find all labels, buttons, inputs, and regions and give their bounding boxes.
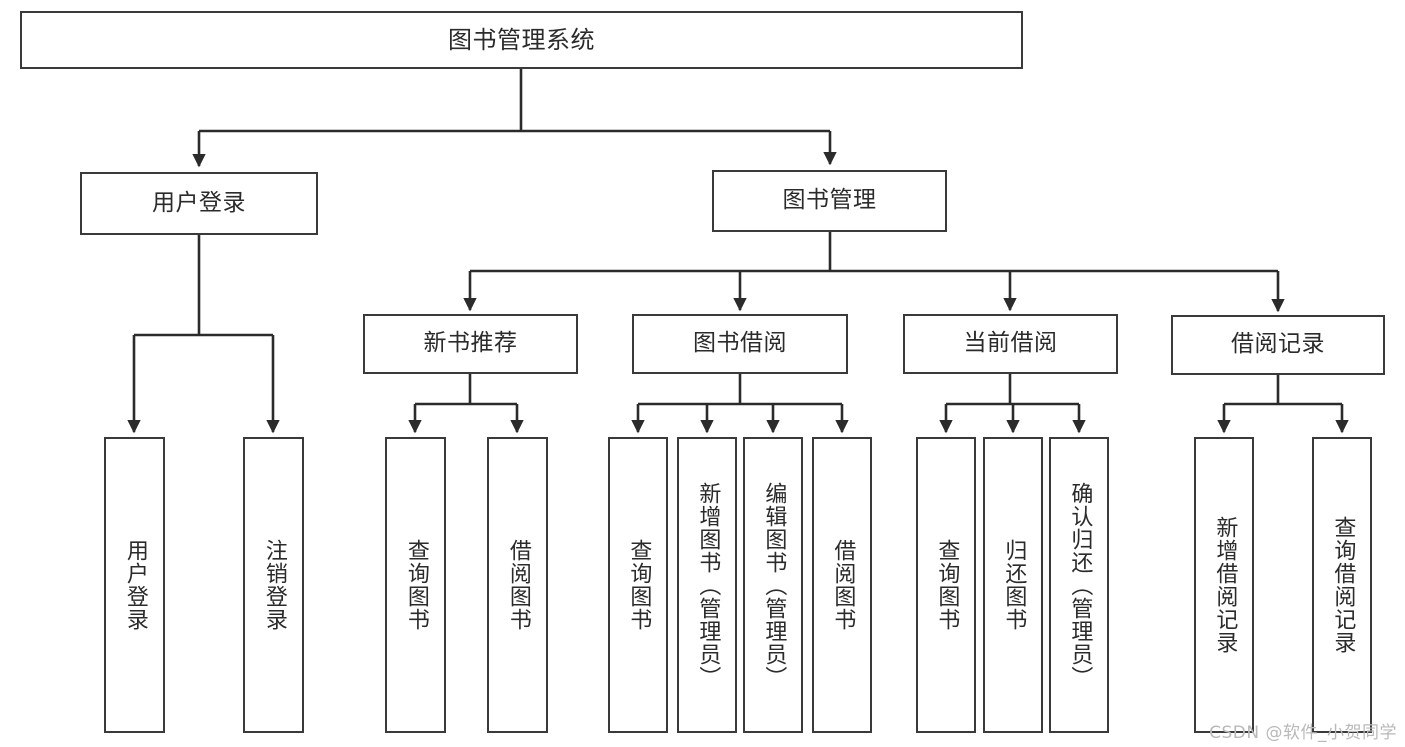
- node-label: 新书推荐: [423, 330, 518, 357]
- leaf-add-borrow-record[interactable]: 新增借阅记录: [1194, 437, 1254, 733]
- node-label: 归还图书: [1001, 539, 1027, 631]
- node-label: 查询图书: [934, 539, 960, 631]
- node-label: 图书管理系统: [448, 25, 595, 54]
- node-label: 新增图书（管理员）: [695, 481, 721, 689]
- node-label: 借阅图书: [505, 539, 531, 631]
- node-label: 查询借阅记录: [1330, 516, 1356, 654]
- node-label: 查询图书: [403, 539, 429, 631]
- watermark-csdn: CSDN @软件_小贺同学: [1209, 723, 1397, 743]
- leaf-query-book-recommend[interactable]: 查询图书: [385, 437, 446, 733]
- node-new-book-recommend[interactable]: 新书推荐: [363, 314, 578, 374]
- node-label: 确认归还（管理员）: [1067, 481, 1093, 689]
- leaf-logout-login[interactable]: 注销登录: [243, 437, 304, 733]
- leaf-borrow-book-recommend[interactable]: 借阅图书: [487, 437, 548, 733]
- leaf-edit-book[interactable]: 编辑图书（管理员）: [743, 437, 803, 733]
- leaf-query-book-borrow[interactable]: 查询图书: [608, 437, 668, 733]
- node-book-management[interactable]: 图书管理: [712, 170, 947, 232]
- leaf-borrow-book[interactable]: 借阅图书: [812, 437, 872, 733]
- node-label: 用户登录: [122, 539, 148, 631]
- node-label: 查询图书: [626, 539, 652, 631]
- node-label: 借阅记录: [1231, 331, 1325, 358]
- node-label: 图书管理: [782, 187, 877, 214]
- leaf-add-book[interactable]: 新增图书（管理员）: [677, 437, 737, 733]
- node-label: 当前借阅: [963, 330, 1058, 357]
- node-label: 图书借阅: [693, 330, 787, 357]
- node-label: 编辑图书（管理员）: [761, 481, 787, 689]
- node-root-book-management-system[interactable]: 图书管理系统: [20, 11, 1023, 69]
- node-label: 新增借阅记录: [1212, 516, 1238, 654]
- leaf-user-login[interactable]: 用户登录: [104, 437, 165, 733]
- node-borrow-record[interactable]: 借阅记录: [1171, 315, 1385, 375]
- leaf-query-book-current[interactable]: 查询图书: [916, 437, 976, 733]
- leaf-confirm-return[interactable]: 确认归还（管理员）: [1049, 437, 1109, 733]
- leaf-query-borrow-record[interactable]: 查询借阅记录: [1312, 437, 1372, 733]
- node-label: 注销登录: [261, 539, 287, 631]
- node-user-login[interactable]: 用户登录: [80, 172, 318, 235]
- node-label: 用户登录: [152, 189, 246, 216]
- leaf-return-book[interactable]: 归还图书: [983, 437, 1043, 733]
- node-current-borrow[interactable]: 当前借阅: [903, 314, 1118, 374]
- node-label: 借阅图书: [830, 539, 856, 631]
- node-book-borrow[interactable]: 图书借阅: [632, 314, 848, 374]
